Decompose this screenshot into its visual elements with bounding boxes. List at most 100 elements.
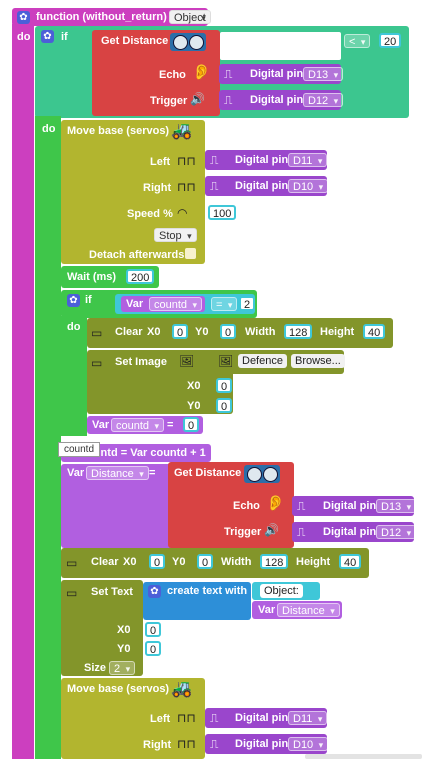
inner-if-label: if [85,294,92,306]
pin-dropdown[interactable]: D11 [288,711,328,726]
pin-dropdown[interactable]: D13 [303,67,344,82]
tooltip-title: countd [64,444,95,455]
height-label: Height [296,556,331,568]
move-base-label: Move base (servos) [67,683,170,695]
left-label: Left [150,713,171,725]
left-pin-block[interactable]: ⎍ Digital pin D11 [205,150,328,170]
robot-icon: 🚜 [171,121,193,140]
if-body-rail [35,116,61,759]
display-icon: ▭ [91,356,103,370]
y0-value[interactable]: 0 [197,554,214,569]
height-label: Height [320,326,355,338]
compare-operator[interactable]: < [344,34,371,49]
text-var-name-dropdown[interactable]: Distance [277,603,340,618]
digital-pin-label: Digital pin [235,180,289,192]
image-y0-value[interactable]: 0 [216,398,233,413]
image-x0-value[interactable]: 0 [216,378,233,393]
echo-pin-block[interactable]: ⎍ Digital pin D13 [219,64,344,84]
pulse-icon: ⎍ [210,179,219,193]
x0-value[interactable]: 0 [172,324,189,339]
inner-compare-block[interactable]: Var countd = 2 [115,294,256,314]
var-countd-block[interactable]: Var countd [121,296,205,312]
equals-dropdown[interactable]: = [211,297,238,312]
string-field[interactable]: Object: [260,584,303,598]
browse-button[interactable]: Browse... [291,354,345,368]
get-distance-block[interactable]: Get Distance Echo 👂 Trigger 🔊 [92,30,220,116]
right-label: Right [143,739,172,751]
height-value[interactable]: 40 [339,554,362,569]
compare-value[interactable]: 20 [379,33,402,48]
function-do-label: do [17,31,31,43]
move-base-label: Move base (servos) [67,125,170,137]
set-image-block[interactable]: ▭ Set Image 🖼 X0 0 Y0 0 [87,350,233,414]
move-base-block-2[interactable]: Move base (servos) 🚜 Left ⊓⊓ Right ⊓⊓ [61,678,205,759]
gear-icon[interactable]: ✿ [41,30,54,43]
text-x0-value[interactable]: 0 [145,622,162,637]
set-var-block[interactable]: Var countd = 0 [87,416,203,434]
function-type-field[interactable]: Object [169,10,211,25]
y0-label: Y0 [172,556,186,568]
pin-dropdown[interactable]: D12 [376,525,417,540]
clear-block[interactable]: ▭ Clear X0 0 Y0 0 Width 128 Height 40 [87,318,393,348]
x0-value[interactable]: 0 [149,554,166,569]
clear-block-2[interactable]: ▭ Clear X0 0 Y0 0 Width 128 Height 40 [61,548,369,578]
inner-if-block[interactable]: ✿ if Var countd = 2 [61,290,257,318]
detach-checkbox[interactable] [185,248,196,259]
text-y0-value[interactable]: 0 [145,641,162,656]
compare-number[interactable]: 2 [239,296,256,311]
size-dropdown[interactable]: 2 [109,661,136,676]
width-value[interactable]: 128 [260,554,289,569]
image-name-field[interactable]: Defence [238,354,287,368]
trigger-pin-block-2[interactable]: ⎍ Digital pin D12 [292,522,417,542]
var-distance-text-block[interactable]: Var Distance [252,601,342,619]
text-y0-label: Y0 [117,643,131,655]
servo-pulse-icon: ⊓⊓ [177,154,196,168]
height-value[interactable]: 40 [363,324,386,339]
gear-icon[interactable]: ✿ [17,11,30,24]
set-var-name-dropdown[interactable]: countd [111,418,165,433]
pin-dropdown[interactable]: D12 [303,93,344,108]
width-value[interactable]: 128 [284,324,313,339]
pulse-icon: ⎍ [210,153,219,167]
pin-dropdown[interactable]: D13 [376,499,417,514]
gear-icon[interactable]: ✿ [148,585,161,598]
set-var-equals: = [167,419,174,431]
echo-pin-block-2[interactable]: ⎍ Digital pin D13 [292,496,417,516]
text-var-label: Var [258,604,276,616]
right-pin-block[interactable]: ⎍ Digital pin D10 [205,176,329,196]
var-distance-name-dropdown[interactable]: Distance [86,466,149,481]
right-pin-block-2[interactable]: ⎍ Digital pin D10 [205,734,329,754]
set-var-value[interactable]: 0 [183,417,200,432]
create-text-block[interactable]: ✿ create text with [143,582,251,620]
gear-icon[interactable]: ✿ [67,294,80,307]
inner-do-label: do [67,321,81,333]
ultrasonic-sensor-icon [244,465,280,483]
move-base-block[interactable]: Move base (servos) 🚜 Left ⊓⊓ Right ⊓⊓ Sp… [61,120,237,264]
pulse-icon: ⎍ [297,525,306,539]
horizontal-scrollbar[interactable] [305,754,422,759]
string-block[interactable]: Object: [252,582,320,600]
digital-pin-label: Digital pin [323,526,377,538]
left-pin-block-2[interactable]: ⎍ Digital pin D11 [205,708,328,728]
trigger-pin-block[interactable]: ⎍ Digital pin D12 [219,90,344,110]
get-distance-block-2[interactable]: Get Distance Echo 👂 Trigger 🔊 [168,462,294,548]
wait-value[interactable]: 200 [126,269,155,284]
right-label: Right [143,182,172,194]
var-distance-block[interactable]: Var Distance = [61,464,175,548]
pin-dropdown[interactable]: D11 [288,153,328,168]
wait-block[interactable]: Wait (ms) 200 [61,266,159,288]
pin-dropdown[interactable]: D10 [288,179,329,194]
image-select-block[interactable]: 🖼 Defence Browse... [214,350,345,374]
pulse-icon: ⎍ [224,67,233,81]
set-text-block[interactable]: ▭ Set Text X0 0 Y0 0 Size 2 [61,580,162,676]
function-block[interactable]: ✿ function (without_return) Object [12,8,211,26]
var-distance-equals: = [149,467,156,479]
stop-dropdown[interactable]: Stop [154,228,197,243]
servo-pulse-icon: ⊓⊓ [177,180,196,194]
pin-dropdown[interactable]: D10 [288,737,329,752]
speed-value[interactable]: 100 [208,205,237,220]
clear-label: Clear [115,326,143,338]
var-name-dropdown[interactable]: countd [149,297,203,312]
y0-value[interactable]: 0 [220,324,237,339]
ear-icon: 👂 [192,64,211,81]
